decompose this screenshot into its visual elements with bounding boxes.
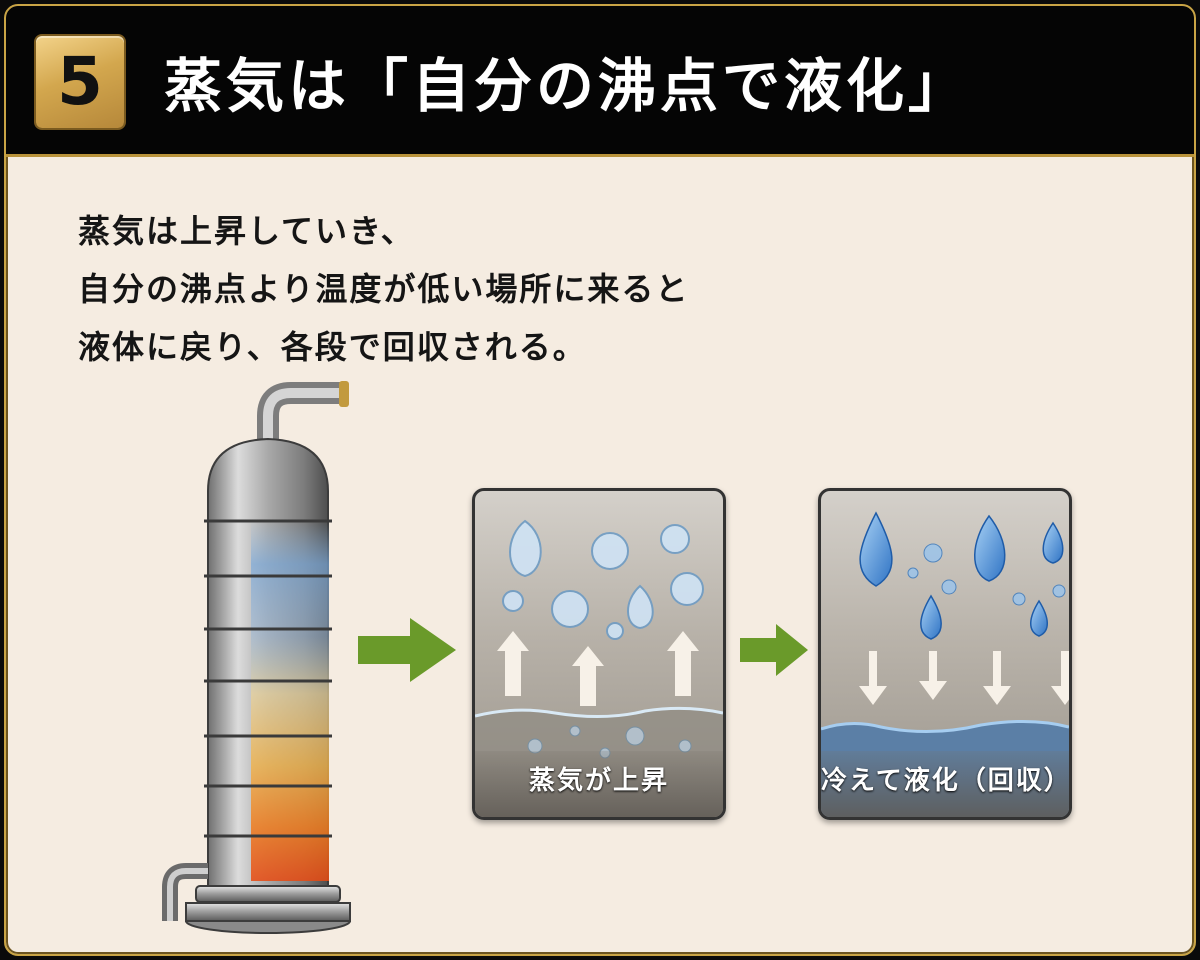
description-line-3: 液体に戻り、各段で回収される。 xyxy=(78,328,587,366)
condensation-label: 冷えて液化（回収） xyxy=(821,751,1069,817)
description-line-1: 蒸気は上昇していき、 xyxy=(78,212,415,250)
droplet-icon xyxy=(859,511,893,587)
description-line-2: 自分の沸点より温度が低い場所に来ると xyxy=(78,270,690,308)
slide-frame: 5 蒸気は「自分の沸点で液化」 蒸気は上昇していき、 自分の沸点より温度が低い場… xyxy=(4,4,1196,956)
description-text: 蒸気は上昇していき、 自分の沸点より温度が低い場所に来ると 液体に戻り、各段で回… xyxy=(78,202,838,376)
page-title: 蒸気は「自分の沸点で液化」 xyxy=(164,52,971,120)
header-bar: 5 蒸気は「自分の沸点で液化」 xyxy=(6,6,1194,157)
right-arrow-icon xyxy=(358,618,458,686)
condensation-panel: 冷えて液化（回収） xyxy=(818,488,1072,820)
step-number-badge: 5 xyxy=(36,36,124,128)
right-arrow-icon xyxy=(740,624,810,680)
vapor-rising-label: 蒸気が上昇 xyxy=(475,751,723,817)
distillation-column-icon xyxy=(156,381,376,945)
vapor-rising-panel: 蒸気が上昇 xyxy=(472,488,726,820)
